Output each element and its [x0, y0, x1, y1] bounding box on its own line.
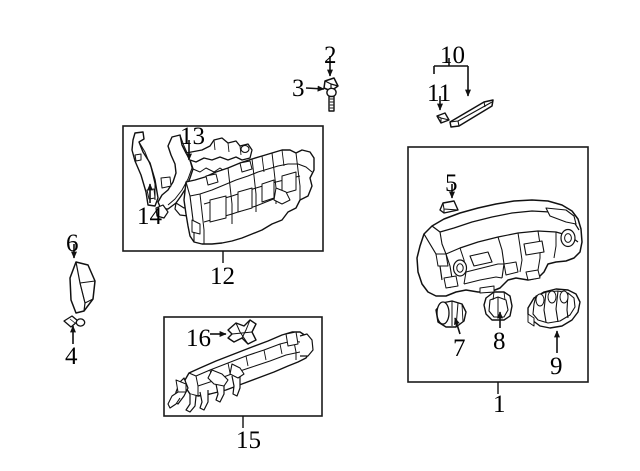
part-11-trim-clip [436, 112, 450, 124]
leader-lines [70, 56, 560, 428]
callout-label-14: 14 [137, 203, 162, 230]
callout-label-13: 13 [180, 123, 205, 150]
callout-label-1: 1 [493, 391, 506, 418]
callout-label-8: 8 [493, 328, 506, 355]
leader-3 [305, 85, 325, 92]
part-12-instrument-panel-reinforcement [183, 149, 315, 245]
leader-7 [454, 317, 461, 335]
part-14-side-bracket [131, 131, 159, 207]
part-5-cover-clip [439, 200, 459, 214]
callout-label-16: 16 [186, 325, 211, 352]
part-7-round-air-outlet [435, 300, 467, 328]
part-9-center-air-outlet [527, 288, 581, 329]
callout-label-3: 3 [292, 75, 305, 102]
part-15-instrument-panel-crossbeam [167, 331, 314, 413]
callout-label-6: 6 [66, 230, 79, 257]
part-6-side-trim-panel [69, 261, 96, 314]
callout-label-5: 5 [445, 170, 458, 197]
callout-label-15: 15 [236, 427, 261, 454]
callout-label-11: 11 [427, 80, 452, 107]
part-8-side-defroster-nozzle [483, 291, 513, 321]
part-1-instrument-panel-assembly [416, 199, 583, 297]
callout-label-7: 7 [453, 335, 466, 362]
part-10-trim-strip [449, 99, 494, 128]
callout-label-2: 2 [324, 42, 337, 69]
part-13-harness-bracket [155, 134, 253, 219]
callout-label-9: 9 [550, 353, 563, 380]
callout-label-12: 12 [210, 263, 235, 290]
part-16-reinforcement-bracket [227, 319, 257, 345]
callout-label-4: 4 [65, 343, 78, 370]
callout-label-10: 10 [440, 42, 465, 69]
part-3-screw [326, 87, 337, 112]
leader-10-bracket [433, 58, 471, 97]
part-4-screw [63, 315, 86, 328]
